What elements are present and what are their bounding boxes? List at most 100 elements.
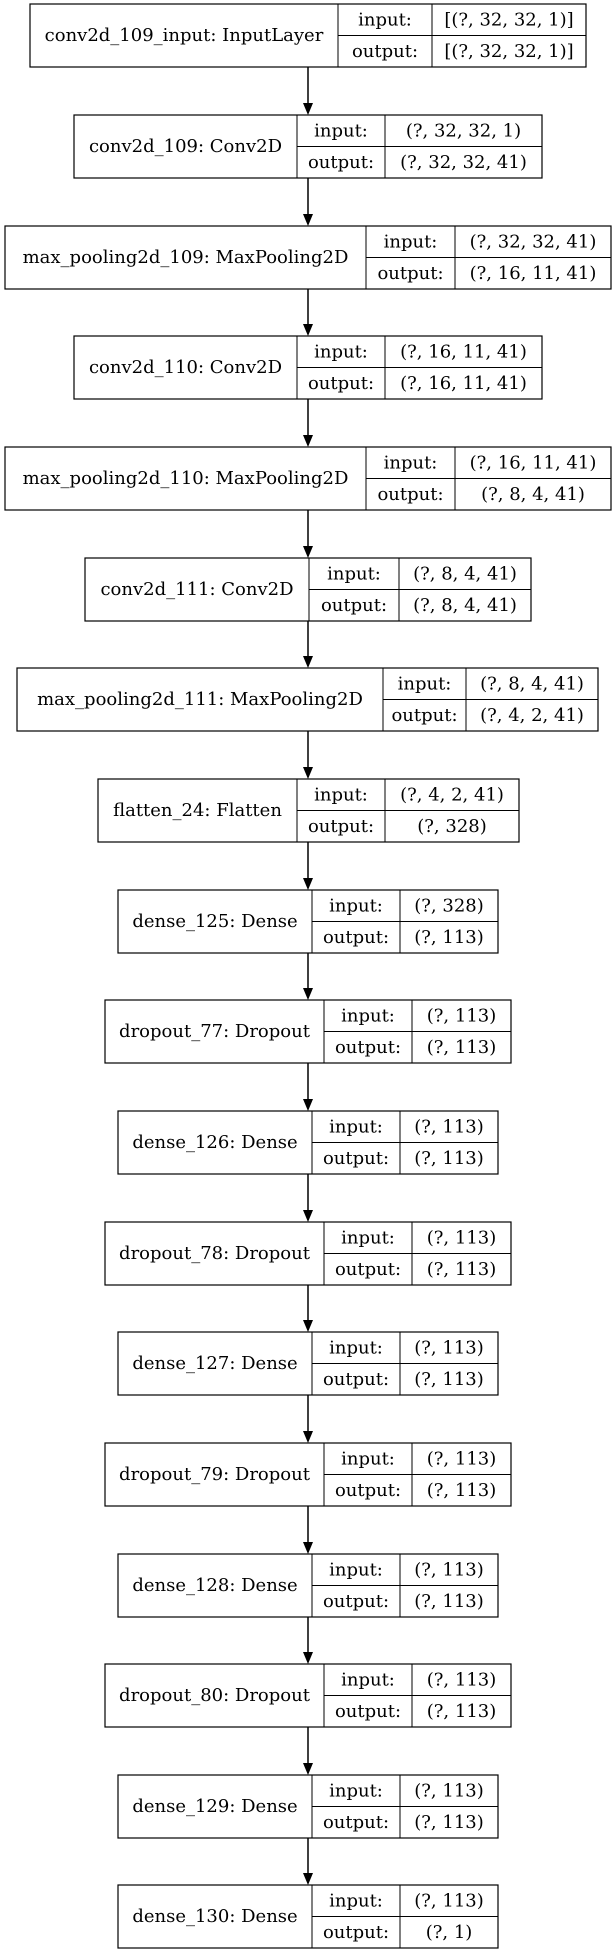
arrow-head-icon: [303, 1873, 313, 1885]
input-label: input:: [329, 1780, 383, 1801]
layer-name: conv2d_111: Conv2D: [100, 579, 293, 600]
input-shape: (?, 4, 2, 41): [400, 784, 504, 805]
input-shape: (?, 113): [427, 1227, 497, 1248]
output-shape: (?, 113): [414, 1591, 484, 1612]
input-label: input:: [329, 1890, 383, 1911]
output-shape: (?, 113): [427, 1480, 497, 1501]
output-shape: (?, 8, 4, 41): [481, 484, 585, 505]
output-shape: (?, 4, 2, 41): [480, 705, 584, 726]
input-shape: (?, 113): [414, 1116, 484, 1137]
output-label: output:: [321, 595, 387, 616]
output-label: output:: [323, 1922, 389, 1943]
arrow-head-icon: [303, 1320, 313, 1332]
output-shape: [(?, 32, 32, 1)]: [444, 41, 573, 62]
layer-name: conv2d_109: Conv2D: [89, 136, 282, 157]
input-label: input:: [341, 1448, 395, 1469]
input-label: input:: [384, 231, 438, 252]
input-label: input:: [384, 452, 438, 473]
output-label: output:: [323, 1591, 389, 1612]
arrow-head-icon: [303, 656, 313, 668]
arrow-head-icon: [303, 878, 313, 890]
arrow-head-icon: [303, 546, 313, 558]
input-shape: (?, 328): [414, 895, 484, 916]
output-label: output:: [335, 1701, 401, 1722]
input-label: input:: [327, 563, 381, 584]
output-label: output:: [323, 1812, 389, 1833]
layer-name: max_pooling2d_111: MaxPooling2D: [37, 689, 363, 710]
input-label: input:: [329, 1559, 383, 1580]
output-label: output:: [352, 41, 418, 62]
arrow-head-icon: [303, 214, 313, 226]
layer-name: dropout_78: Dropout: [119, 1243, 311, 1264]
input-label: input:: [341, 1005, 395, 1026]
input-label: input:: [329, 1337, 383, 1358]
output-label: output:: [377, 484, 443, 505]
output-shape: (?, 1): [426, 1922, 473, 1943]
layer-name: dropout_79: Dropout: [119, 1464, 311, 1485]
arrow-head-icon: [303, 1763, 313, 1775]
output-shape: (?, 113): [414, 927, 484, 948]
layer-name: dense_128: Dense: [132, 1575, 297, 1596]
output-shape: (?, 328): [417, 816, 487, 837]
input-shape: (?, 113): [427, 1005, 497, 1026]
output-label: output:: [323, 1369, 389, 1390]
arrow-head-icon: [303, 1099, 313, 1111]
input-shape: (?, 113): [427, 1448, 497, 1469]
input-label: input:: [398, 673, 452, 694]
input-label: input:: [329, 1116, 383, 1137]
output-label: output:: [308, 373, 374, 394]
input-shape: (?, 113): [414, 1337, 484, 1358]
arrow-head-icon: [303, 1652, 313, 1664]
input-shape: (?, 32, 32, 1): [406, 120, 521, 141]
layer-name: max_pooling2d_109: MaxPooling2D: [23, 247, 349, 268]
layer-name: dense_125: Dense: [132, 911, 297, 932]
arrow-head-icon: [303, 988, 313, 1000]
output-shape: (?, 113): [414, 1148, 484, 1169]
layer-name: dense_127: Dense: [132, 1353, 297, 1374]
input-shape: (?, 113): [427, 1669, 497, 1690]
input-shape: (?, 113): [414, 1559, 484, 1580]
input-shape: (?, 16, 11, 41): [470, 452, 597, 473]
input-label: input:: [314, 120, 368, 141]
input-shape: (?, 113): [414, 1890, 484, 1911]
output-label: output:: [335, 1259, 401, 1280]
output-label: output:: [308, 816, 374, 837]
layer-name: dense_130: Dense: [132, 1906, 297, 1927]
output-shape: (?, 113): [414, 1812, 484, 1833]
output-label: output:: [308, 152, 374, 173]
output-label: output:: [323, 927, 389, 948]
output-label: output:: [323, 1148, 389, 1169]
input-shape: (?, 8, 4, 41): [413, 563, 517, 584]
arrow-head-icon: [303, 324, 313, 336]
arrow-head-icon: [303, 767, 313, 779]
input-label: input:: [341, 1227, 395, 1248]
output-shape: (?, 113): [414, 1369, 484, 1390]
output-shape: (?, 16, 11, 41): [400, 373, 527, 394]
output-label: output:: [335, 1480, 401, 1501]
arrow-head-icon: [303, 1431, 313, 1443]
layer-name: dropout_80: Dropout: [119, 1685, 311, 1706]
output-shape: (?, 32, 32, 41): [400, 152, 527, 173]
input-shape: (?, 16, 11, 41): [400, 341, 527, 362]
input-label: input:: [314, 784, 368, 805]
output-label: output:: [391, 705, 457, 726]
output-shape: (?, 16, 11, 41): [470, 263, 597, 284]
layer-name: dense_129: Dense: [132, 1796, 297, 1817]
input-shape: (?, 32, 32, 41): [470, 231, 597, 252]
arrow-head-icon: [303, 1210, 313, 1222]
layer-name: dropout_77: Dropout: [119, 1021, 311, 1042]
layer-name: flatten_24: Flatten: [113, 800, 282, 821]
output-shape: (?, 113): [427, 1037, 497, 1058]
layer-name: max_pooling2d_110: MaxPooling2D: [23, 468, 349, 489]
arrow-head-icon: [303, 103, 313, 115]
output-shape: (?, 8, 4, 41): [413, 595, 517, 616]
input-shape: (?, 8, 4, 41): [480, 673, 584, 694]
input-label: input:: [314, 341, 368, 362]
input-label: input:: [358, 9, 412, 30]
output-shape: (?, 113): [427, 1701, 497, 1722]
arrow-head-icon: [303, 1542, 313, 1554]
input-label: input:: [341, 1669, 395, 1690]
input-shape: (?, 113): [414, 1780, 484, 1801]
layer-name: dense_126: Dense: [132, 1132, 297, 1153]
